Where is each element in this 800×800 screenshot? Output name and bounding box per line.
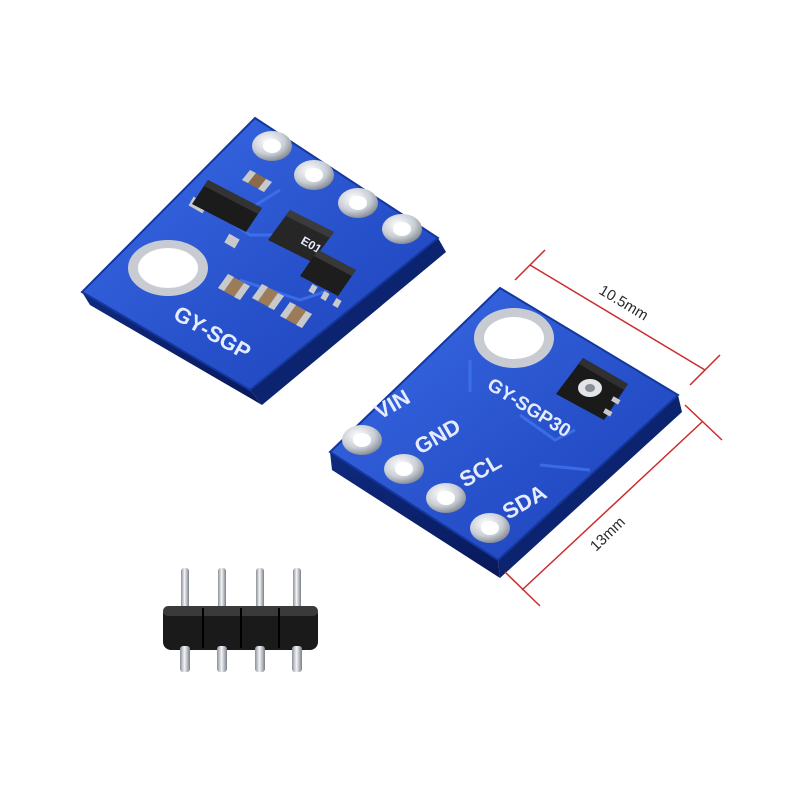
back-board-edge xyxy=(82,292,262,405)
front-pad-gnd xyxy=(384,454,424,484)
sgp30-sensor-chip xyxy=(556,358,628,420)
passive-2 xyxy=(252,284,284,310)
back-board-edge-right xyxy=(250,238,446,405)
passive-1 xyxy=(218,274,250,300)
height-dimension-label: 13mm xyxy=(587,514,629,555)
back-board-regulator-chip xyxy=(188,180,262,249)
back-pad-3 xyxy=(338,188,378,218)
front-pad-sda xyxy=(470,513,510,543)
back-board-mounting-hole xyxy=(128,240,208,296)
passive-3 xyxy=(280,302,312,328)
header-pins-top xyxy=(181,568,301,613)
back-board-capacitor-top xyxy=(242,170,272,192)
front-board-surface xyxy=(328,286,680,562)
header-pin-1 xyxy=(181,568,189,613)
back-pad-4 xyxy=(382,214,422,244)
front-board-traces xyxy=(468,360,591,472)
width-dimension-label: 10.5mm xyxy=(596,282,651,324)
back-pad-2 xyxy=(294,160,334,190)
back-board-pin-pads xyxy=(252,131,422,244)
header-pin-2 xyxy=(218,568,226,613)
back-board-surface xyxy=(80,116,440,392)
front-board-pin-pads xyxy=(342,425,510,543)
front-pad-vin xyxy=(342,425,382,455)
front-pad-scl xyxy=(426,483,466,513)
header-pins-bottom xyxy=(180,646,302,672)
header-plastic-body xyxy=(163,606,318,650)
back-pad-1 xyxy=(252,131,292,161)
header-pin-4 xyxy=(293,568,301,613)
header-pin-strip xyxy=(163,568,318,672)
header-pin-3 xyxy=(256,568,264,613)
front-board-edge xyxy=(330,452,500,578)
front-board-edge-right xyxy=(498,395,682,578)
front-board: VIN GND SCL SDA GY-SGP30 xyxy=(328,286,682,578)
back-board-passives xyxy=(218,274,312,328)
front-board-mounting-hole xyxy=(474,308,554,368)
back-board: E01 xyxy=(80,116,446,405)
width-dimension xyxy=(514,249,721,386)
back-board-level-shifter-chip xyxy=(300,250,356,308)
height-dimension xyxy=(504,404,723,607)
